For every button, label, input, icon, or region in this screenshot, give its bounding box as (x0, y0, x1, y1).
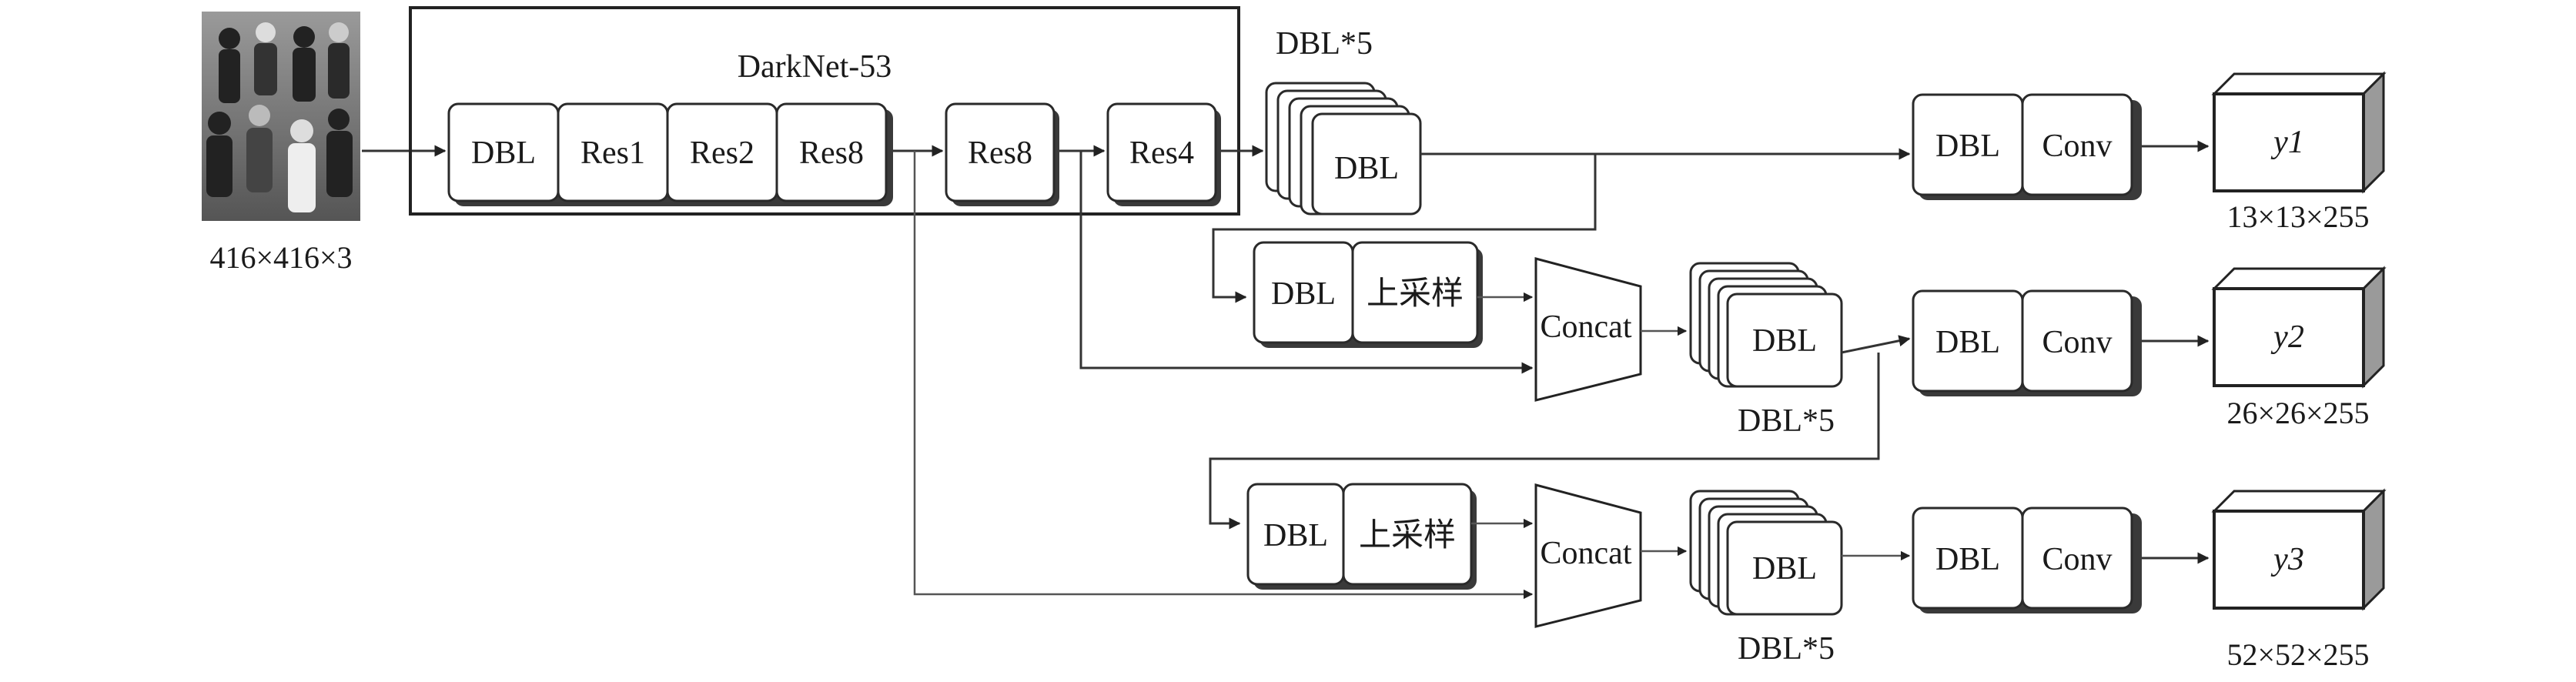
head1-dbl-label: DBL (1935, 129, 2000, 164)
backbone-label-res8: Res8 (799, 135, 864, 171)
branch3-stack-label: DBL*5 (1738, 631, 1835, 667)
branch2-stack-label: DBL*5 (1738, 403, 1835, 439)
backbone-block-res4 (1106, 102, 1217, 202)
backbone-label-res8-2: Res8 (968, 135, 1032, 171)
head2-conv (2021, 289, 2133, 393)
branch3-upsample (1342, 483, 1473, 586)
input-image (202, 12, 360, 221)
backbone-label-res2: Res2 (690, 135, 754, 171)
arrow-res8-skip-to-concat2 (1079, 151, 1534, 374)
branch2-upsample (1351, 241, 1479, 344)
branch2-concat-label: Concat (1541, 309, 1632, 345)
output-y2-label: y2 (2270, 319, 2304, 355)
backbone-label-dbl: DBL (471, 135, 536, 171)
darknet-frame (409, 6, 1240, 216)
branch2-stack-dbl-label: DBL (1752, 323, 1817, 359)
branch2-concat (1534, 257, 1642, 402)
backbone-label-res1: Res1 (580, 135, 645, 171)
head2-dbl-label: DBL (1935, 325, 2000, 360)
head1-conv (2021, 93, 2133, 196)
branch3-concat-label: Concat (1541, 536, 1632, 571)
branch1-stack-dbl-label: DBL (1334, 151, 1399, 186)
backbone-group-1: DBL Res1 Res2 Res8 (447, 102, 893, 206)
output-y1-cube: y1 (2211, 71, 2387, 194)
branch3-dbl-label: DBL (1263, 518, 1328, 553)
head1-conv-label: Conv (2042, 129, 2112, 164)
backbone-block-res8-2 (945, 102, 1055, 202)
arrow-stack2-to-upsample3 (1209, 353, 1880, 530)
head2-conv-label: Conv (2042, 325, 2112, 360)
branch2-dbl-stack: DBL (1689, 262, 1843, 388)
darknet-title: DarkNet-53 (738, 49, 892, 85)
branch2-upsample-label: 上采样 (1367, 276, 1464, 312)
branch3-upsample-label: 上采样 (1359, 518, 1456, 553)
output-y3-size: 52×52×255 (2226, 637, 2369, 672)
output-y2-size: 26×26×255 (2226, 396, 2369, 430)
backbone-label-res4: Res4 (1129, 135, 1194, 171)
branch3-stack-dbl-label: DBL (1752, 551, 1817, 587)
branch3-concat (1534, 483, 1642, 628)
backbone-block-res8 (775, 102, 888, 202)
branch1-stack-label: DBL*5 (1276, 26, 1373, 62)
head3-conv (2021, 506, 2133, 610)
branch2-dbl-label: DBL (1271, 276, 1336, 312)
output-y3-cube: y3 (2211, 488, 2387, 611)
output-y3-label: y3 (2270, 542, 2304, 577)
branch1-dbl-stack: DBL (1265, 82, 1422, 216)
output-y1-size: 13×13×255 (2226, 199, 2369, 234)
arrow-res8-first-skip-to-concat3 (913, 151, 1534, 600)
output-y1-label: y1 (2270, 125, 2304, 160)
arrow-stack2-to-head2 (1841, 335, 1911, 354)
branch3-dbl-stack: DBL (1689, 490, 1843, 616)
head3-conv-label: Conv (2042, 542, 2112, 577)
input-size-label: 416×416×3 (209, 240, 352, 275)
arrow-stack1-to-upsample2 (1212, 154, 1597, 303)
output-y2-cube: y2 (2211, 266, 2387, 389)
head3-dbl-label: DBL (1935, 542, 2000, 577)
